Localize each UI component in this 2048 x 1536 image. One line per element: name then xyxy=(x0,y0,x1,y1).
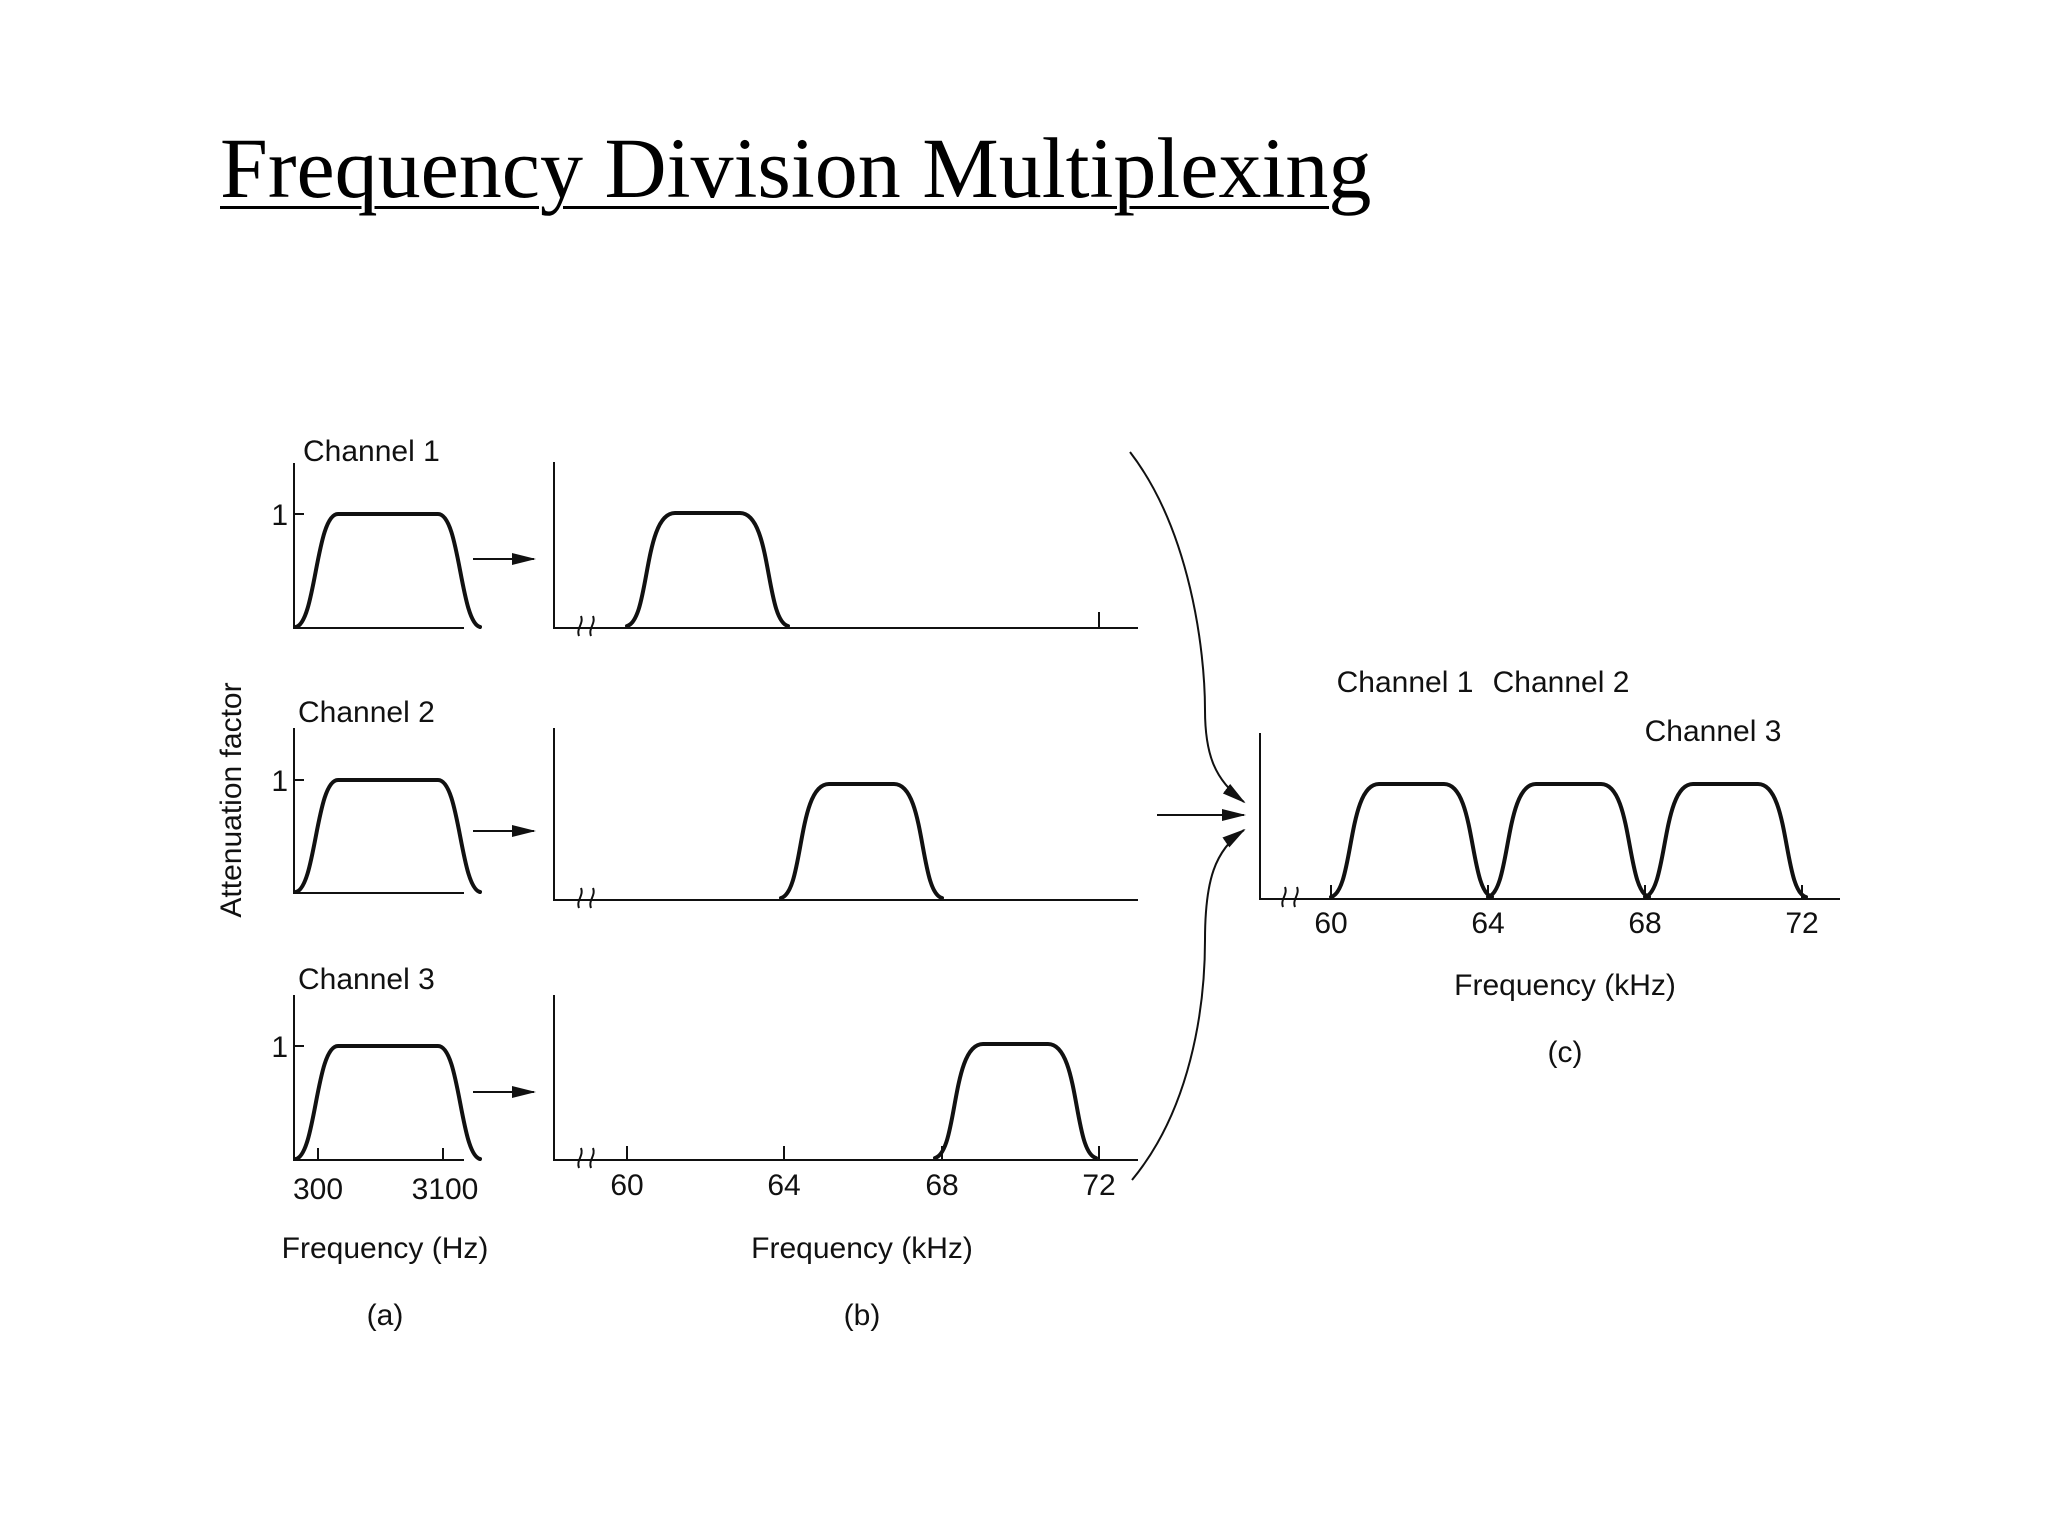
arrow-from-row-1 xyxy=(1129,451,1246,804)
panel-a-channel-1-label: Channel 1 xyxy=(303,435,440,468)
panel-b-x-tick-label-64: 64 xyxy=(767,1169,800,1202)
panel-a-channel-1-curve xyxy=(294,512,482,629)
panel-b-channel-3-curve xyxy=(933,1042,1098,1160)
combining-arrows xyxy=(1129,451,1246,1181)
panel-b-channel-2-curve xyxy=(779,782,944,900)
panel-a-channel-2-curve xyxy=(294,778,482,894)
panel-a-caption: (a) xyxy=(367,1299,404,1332)
panel-c-channel-1-curve xyxy=(1329,782,1494,899)
panel-a-x-tick-label-3100: 3100 xyxy=(412,1173,479,1206)
panel-a-row-2-y-tick-label: 1 xyxy=(271,765,288,798)
panel-c-x-tick-label-72: 72 xyxy=(1785,907,1818,940)
panel-c-x-axis-label: Frequency (kHz) xyxy=(1454,969,1676,1002)
panel-b-caption: (b) xyxy=(844,1299,881,1332)
panel-b-x-axis-label: Frequency (kHz) xyxy=(751,1232,973,1265)
panel-b-x-tick-label-68: 68 xyxy=(925,1169,958,1202)
panel-c-caption: (c) xyxy=(1548,1036,1583,1069)
panel-b-row-1-axis-break xyxy=(577,615,595,637)
panel-a-x-tick-label-300: 300 xyxy=(293,1173,343,1206)
panel-a-row-3-axis xyxy=(293,995,464,1161)
panel-c-channel-2-curve xyxy=(1486,782,1651,899)
panel-a-row-2-axis xyxy=(293,728,464,894)
arrow-from-row-3 xyxy=(1131,828,1246,1181)
panel-c-channel-1-label: Channel 1 xyxy=(1337,666,1474,699)
panel-b-row-2-axis-break xyxy=(577,887,595,909)
slide-title: Frequency Division Multiplexing xyxy=(220,120,1372,216)
panel-b-row-2-axis xyxy=(553,728,1138,901)
panel-b-channel-1-curve xyxy=(625,511,790,628)
panel-c: Channel 1 Channel 2 Channel 3 60 64 68 7… xyxy=(1259,666,1840,1069)
panel-a: Channel 1 1 Channel 2 1 Channel 3 1 300 … xyxy=(271,435,536,1332)
panel-b-row-3-axis-break xyxy=(577,1147,595,1169)
panel-b-x-tick-label-72: 72 xyxy=(1082,1169,1115,1202)
panel-c-x-tick-label-60: 60 xyxy=(1314,907,1347,940)
panel-a-row-1-y-tick-label: 1 xyxy=(271,499,288,532)
panel-a-channel-3-curve xyxy=(294,1044,482,1161)
panel-a-channel-2-label: Channel 2 xyxy=(298,696,435,729)
panel-c-axis-break xyxy=(1281,886,1299,908)
panel-a-row-1-axis xyxy=(293,463,464,629)
panel-a-channel-3-label: Channel 3 xyxy=(298,963,435,996)
panel-c-channel-3-label: Channel 3 xyxy=(1645,715,1782,748)
y-axis-label: Attenuation factor xyxy=(215,682,248,917)
panel-c-axis xyxy=(1259,733,1840,900)
panel-a-x-axis-label: Frequency (Hz) xyxy=(282,1232,489,1265)
panel-c-channel-3-curve xyxy=(1643,782,1808,899)
panel-b-row-1-axis xyxy=(553,462,1138,629)
panel-b-x-tick-label-60: 60 xyxy=(610,1169,643,1202)
panel-b: 60 64 68 72 Frequency (kHz) (b) xyxy=(553,462,1138,1332)
panel-a-row-3-y-tick-label: 1 xyxy=(271,1031,288,1064)
panel-c-x-tick-label-68: 68 xyxy=(1628,907,1661,940)
panel-b-row-3-axis xyxy=(553,995,1138,1161)
panel-c-channel-2-label: Channel 2 xyxy=(1493,666,1630,699)
panel-c-x-tick-label-64: 64 xyxy=(1471,907,1504,940)
